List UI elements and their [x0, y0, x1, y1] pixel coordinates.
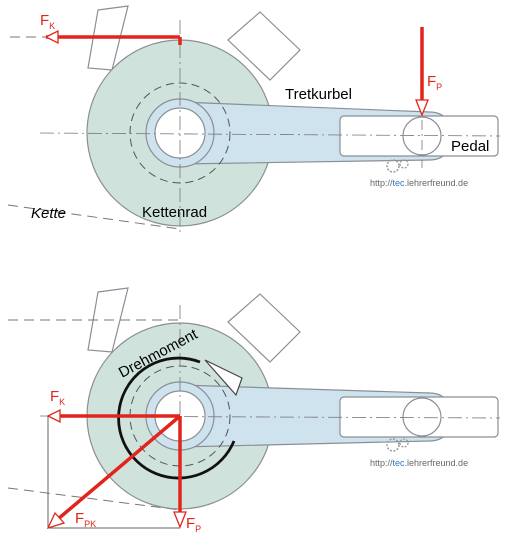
force-chain-label-2: FK	[50, 388, 65, 407]
force-pedal-label: FP	[427, 73, 442, 92]
gear-icon-2	[386, 438, 400, 452]
watermark-bottom: http://tec.lehrerfreund.de	[370, 438, 468, 468]
frame-tube-seat-2	[227, 293, 301, 363]
force-resultant-arrowhead	[46, 511, 66, 530]
force-pedal-arrowhead	[415, 99, 429, 117]
watermark-top: http://tec.lehrerfreund.de	[370, 159, 468, 188]
gear-icon-small	[399, 159, 409, 169]
torque-arc	[117, 356, 236, 480]
force-chain-arrowhead	[44, 29, 59, 45]
chain-line-bottom-2	[7, 487, 181, 511]
force-pedal-arrowhead-2	[173, 511, 187, 529]
force-chain-label: FK	[40, 12, 55, 31]
crank-label: Tretkurbel	[285, 86, 352, 103]
watermark-text-2: http://tec.lehrerfreund.de	[370, 458, 468, 468]
top-panel: FK FP Tretkurbel Pedal Kette Kettenrad h…	[7, 5, 501, 232]
chainring-label: Kettenrad	[142, 204, 207, 221]
pedal-axle-2	[402, 397, 442, 437]
chain-line-bottom	[7, 204, 181, 230]
gear-icon	[386, 159, 400, 173]
force-pedal-label-2: FP	[186, 515, 201, 534]
frame-tube-seat	[227, 11, 301, 81]
bottom-panel: Drehmoment FK FPK FP http://tec.lehrerfr…	[7, 287, 501, 534]
center-line-h	[39, 132, 501, 137]
pedal-label: Pedal	[451, 138, 489, 155]
watermark-text: http://tec.lehrerfreund.de	[370, 178, 468, 188]
force-chain-arrowhead-2	[46, 408, 61, 424]
force-resultant-arrow	[56, 414, 182, 521]
chain-label: Kette	[31, 205, 66, 222]
gear-icon-small-2	[399, 438, 409, 448]
force-resultant-label: FPK	[75, 510, 96, 529]
torque-arrowhead	[204, 359, 243, 397]
